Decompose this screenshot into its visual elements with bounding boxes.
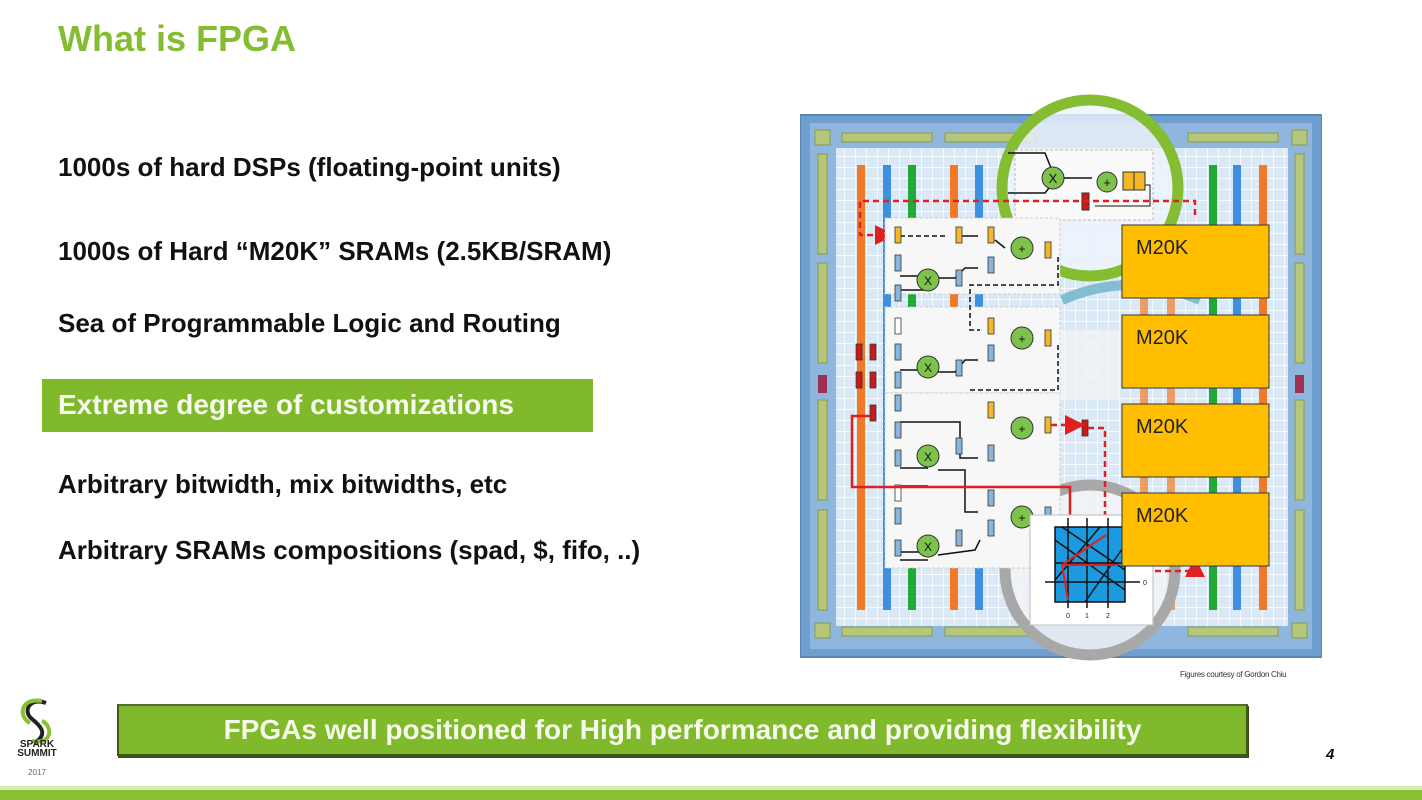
footer-bar-highlight <box>0 786 1422 790</box>
svg-text:+: + <box>1018 422 1025 436</box>
m20k-blocks: M20K M20K M20K M20K <box>1121 224 1270 567</box>
bullet-logic: Sea of Programmable Logic and Routing <box>58 308 561 338</box>
svg-text:0: 0 <box>1143 580 1147 587</box>
svg-text:X: X <box>924 361 932 375</box>
svg-text:+: + <box>1018 332 1025 346</box>
svg-text:X: X <box>924 450 932 464</box>
conclusion-banner: FPGAs well positioned for High performan… <box>117 704 1248 756</box>
dsp-ops <box>916 236 1034 558</box>
adder-symbol: + <box>1103 175 1111 190</box>
bullet-sram: 1000s of Hard “M20K” SRAMs (2.5KB/SRAM) <box>58 236 612 266</box>
fpga-diagram: X + <box>800 94 1322 661</box>
svg-text:+: + <box>1018 511 1025 525</box>
logo-wordmark: SPARK SUMMIT <box>17 739 57 759</box>
sub-bullet-srams: Arbitrary SRAMs compositions (spad, $, f… <box>58 535 641 565</box>
svg-text:1: 1 <box>1085 613 1089 620</box>
figure-credit: Figures courtesy of Gordon Chiu <box>1180 670 1287 679</box>
page-number: 4 <box>1326 746 1335 763</box>
multiplier-symbol: X <box>1049 171 1058 186</box>
m20k-label: M20K <box>1136 416 1189 438</box>
logic-panel <box>884 217 1120 569</box>
highlight-box: Extreme degree of customizations <box>42 379 593 432</box>
spark-summit-logo <box>20 698 52 745</box>
io-pads <box>814 129 1308 639</box>
sub-bullet-bitwidth: Arbitrary bitwidth, mix bitwidths, etc <box>58 469 508 499</box>
footer-bar <box>0 790 1422 800</box>
svg-text:X: X <box>924 274 932 288</box>
registers <box>855 226 1089 557</box>
dsp-detail-top: X + <box>1008 149 1154 221</box>
io-pad-red <box>818 375 827 393</box>
m20k-label: M20K <box>1136 327 1189 349</box>
io-pad-red <box>1295 375 1304 393</box>
slide-title: What is FPGA <box>58 18 297 59</box>
svg-text:+: + <box>1018 242 1025 256</box>
svg-text:2: 2 <box>1106 613 1110 620</box>
bullet-dsp: 1000s of hard DSPs (floating-point units… <box>58 152 561 182</box>
m20k-label: M20K <box>1136 237 1189 259</box>
m20k-label: M20K <box>1136 505 1189 527</box>
svg-text:0: 0 <box>1066 613 1070 620</box>
logo-year: 2017 <box>28 768 46 777</box>
svg-text:X: X <box>924 540 932 554</box>
